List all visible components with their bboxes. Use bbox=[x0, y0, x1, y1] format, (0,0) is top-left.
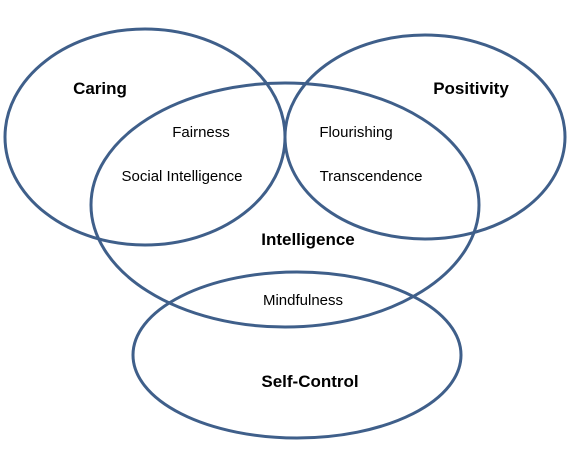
social-intelligence-label: Social Intelligence bbox=[122, 168, 243, 185]
positivity-label: Positivity bbox=[433, 79, 509, 98]
self-control-label: Self-Control bbox=[261, 372, 358, 391]
intelligence-label: Intelligence bbox=[261, 230, 355, 249]
intelligence-circle bbox=[89, 81, 481, 329]
transcendence-label: Transcendence bbox=[320, 168, 423, 185]
self-control-circle bbox=[131, 270, 463, 440]
caring-circle bbox=[3, 27, 287, 247]
caring-label: Caring bbox=[73, 79, 127, 98]
mindfulness-label: Mindfulness bbox=[263, 292, 343, 309]
positivity-circle bbox=[283, 33, 567, 241]
fairness-label: Fairness bbox=[172, 124, 230, 141]
flourishing-label: Flourishing bbox=[319, 124, 392, 141]
